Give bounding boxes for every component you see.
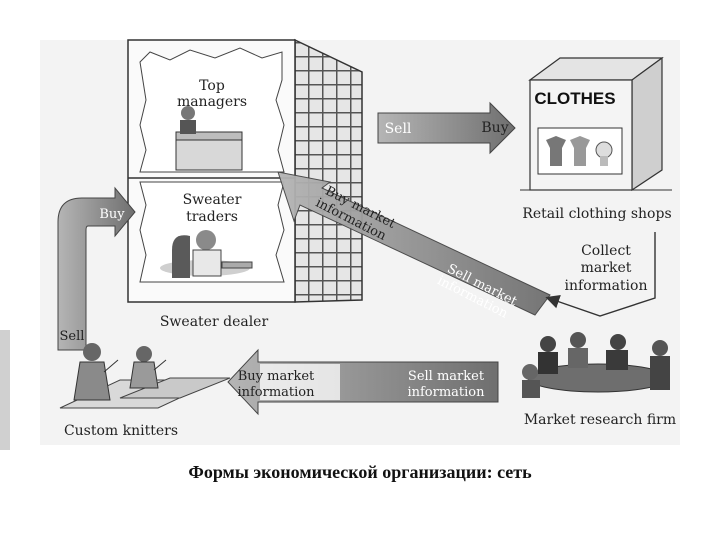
market-research-label: Market research firm — [524, 412, 676, 428]
arrow-sell-label: Sell — [385, 121, 412, 137]
bottom-floor-label-line1: Sweater — [183, 192, 242, 208]
arrow-knitters-sell-label: Sell — [60, 329, 85, 344]
arrow-dealer-to-shop: Sell Buy — [377, 101, 516, 155]
collect-info-line2: market — [581, 260, 632, 276]
retail-shop-building: CLOTHES — [520, 56, 672, 192]
clothes-display — [546, 136, 613, 166]
buy-market-info-bottom-line1: Buy market — [238, 369, 315, 384]
left-edge-shadow — [0, 330, 10, 450]
arrow-research-to-knitters: Buy market information Sell market infor… — [227, 348, 499, 416]
shop-side-wall — [631, 56, 663, 192]
sweater-dealer-building: Top managers Sweater traders — [127, 38, 363, 303]
building-side-facade — [294, 38, 363, 303]
manager-figure — [175, 106, 243, 171]
custom-knitters-label: Custom knitters — [64, 423, 178, 439]
shop-sign: CLOTHES — [534, 89, 615, 108]
arrow-knitters-to-dealer: Buy Sell — [57, 186, 136, 351]
collect-info-line3: information — [565, 278, 648, 294]
sell-market-info-bottom-line1: Sell market — [408, 369, 485, 384]
top-floor-label-line2: managers — [177, 94, 247, 110]
arrow-buy-label: Buy — [481, 120, 508, 136]
retail-shops-label: Retail clothing shops — [522, 206, 671, 222]
buy-market-info-bottom-line2: information — [237, 385, 315, 400]
top-floor-label-line1: Top — [199, 78, 225, 94]
sweater-dealer-label: Sweater dealer — [160, 314, 269, 330]
arrow-knitters-buy-label: Buy — [99, 207, 125, 222]
arrow-shop-to-research: Collect market information — [545, 232, 656, 317]
custom-knitters-scene — [59, 343, 231, 409]
sell-market-info-bottom-line2: information — [407, 385, 485, 400]
collect-info-line1: Collect — [581, 243, 631, 259]
market-research-firm-scene — [522, 332, 670, 398]
trader-figure — [160, 230, 253, 278]
slide-caption: Формы экономической организации: сеть — [188, 462, 532, 482]
bottom-floor-label-line2: traders — [186, 209, 238, 225]
